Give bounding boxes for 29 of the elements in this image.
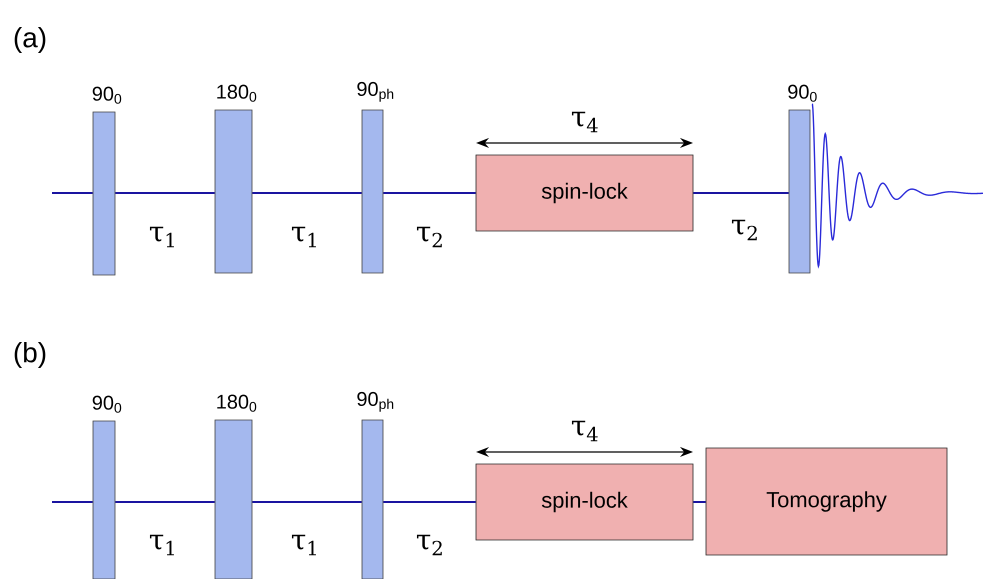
timeline: [52, 501, 93, 503]
delay-label: τ$_{1}$: [292, 226, 316, 248]
pulse-label: 90$_{ph}$: [357, 82, 394, 102]
process-box: Tomography: [706, 448, 948, 556]
panel-label: (a): [14, 27, 46, 53]
pulse-label: 90$_{0}$: [788, 84, 817, 102]
pulse-label: 90$_{ph}$: [357, 392, 394, 412]
process-box: spin-lock: [476, 464, 694, 540]
delay-label: τ$_{2}$: [416, 226, 442, 248]
pulse-label: 90$_{0}$: [92, 86, 122, 104]
pulse-label: 90$_{0}$: [92, 396, 122, 413]
timeline: [115, 192, 215, 194]
delay-label: τ$_{2}$: [416, 534, 442, 556]
delay-label: τ$_{1}$: [292, 534, 316, 556]
timeline: [383, 192, 476, 194]
timeline: [52, 192, 93, 194]
timeline: [252, 501, 362, 503]
delay-label: τ$_{1}$: [150, 226, 174, 248]
delay-label: τ$_{2}$: [732, 220, 757, 240]
timeline: [383, 501, 476, 503]
timeline: [252, 192, 362, 194]
delay-label: τ$_{1}$: [150, 534, 174, 556]
pulse-label: 180$_{0}$: [217, 84, 256, 102]
process-box: spin-lock: [476, 154, 694, 232]
timeline: [115, 501, 215, 503]
pulse-label: 180$_{0}$: [217, 394, 256, 412]
timeline: [693, 192, 789, 194]
timeline: [693, 501, 706, 503]
panel-label: (b): [14, 342, 46, 368]
